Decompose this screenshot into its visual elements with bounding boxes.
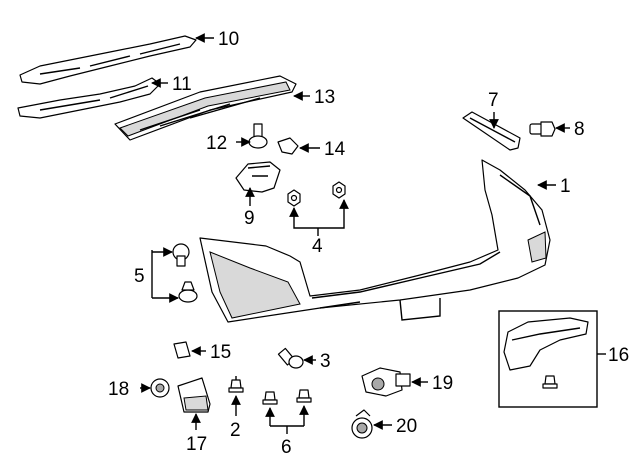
part-4-nuts xyxy=(287,181,346,207)
callout-17: 17 xyxy=(186,434,207,455)
part-7-step-bar xyxy=(462,111,521,151)
callout-11: 11 xyxy=(172,74,192,95)
part-17-cover xyxy=(177,377,211,413)
part-15-pad xyxy=(173,341,191,359)
leader-lines xyxy=(140,33,606,434)
callout-4: 4 xyxy=(312,236,323,257)
part-6-screws xyxy=(262,389,312,405)
callout-6: 6 xyxy=(281,437,292,458)
part-5-clips xyxy=(172,243,198,303)
callout-19: 19 xyxy=(432,373,453,394)
part-16-group xyxy=(498,310,598,408)
callout-5: 5 xyxy=(134,266,145,287)
callout-18: 18 xyxy=(108,379,129,400)
callout-12: 12 xyxy=(206,133,227,154)
part-13-step-pad xyxy=(114,75,297,141)
part-12-bolt xyxy=(248,123,268,149)
callout-2: 2 xyxy=(230,420,241,441)
part-20-retainer xyxy=(351,409,373,439)
part-19-sensor xyxy=(361,367,411,397)
callout-1: 1 xyxy=(560,176,571,197)
callout-16: 16 xyxy=(608,345,629,366)
callout-labels: 10 11 13 7 8 12 14 1 9 4 5 15 3 18 19 16… xyxy=(108,29,629,458)
part-10-absorber xyxy=(19,35,197,85)
callout-9: 9 xyxy=(244,208,255,229)
part-8-bolt xyxy=(529,121,556,137)
part-14-bracket xyxy=(277,137,299,155)
callout-14: 14 xyxy=(324,139,346,160)
part-1-bumper-cover xyxy=(199,159,551,323)
part-2-screw xyxy=(228,376,244,393)
callout-8: 8 xyxy=(574,119,585,140)
part-11-reinforcement xyxy=(17,77,161,119)
callout-3: 3 xyxy=(320,351,331,372)
callout-15: 15 xyxy=(210,342,231,363)
part-18-grommet xyxy=(150,378,170,398)
callout-7: 7 xyxy=(488,90,499,111)
part-9-bracket xyxy=(235,161,281,193)
callout-20: 20 xyxy=(396,416,417,437)
callout-13: 13 xyxy=(314,87,335,108)
part-3-bolt xyxy=(277,347,304,369)
callout-10: 10 xyxy=(218,29,239,50)
